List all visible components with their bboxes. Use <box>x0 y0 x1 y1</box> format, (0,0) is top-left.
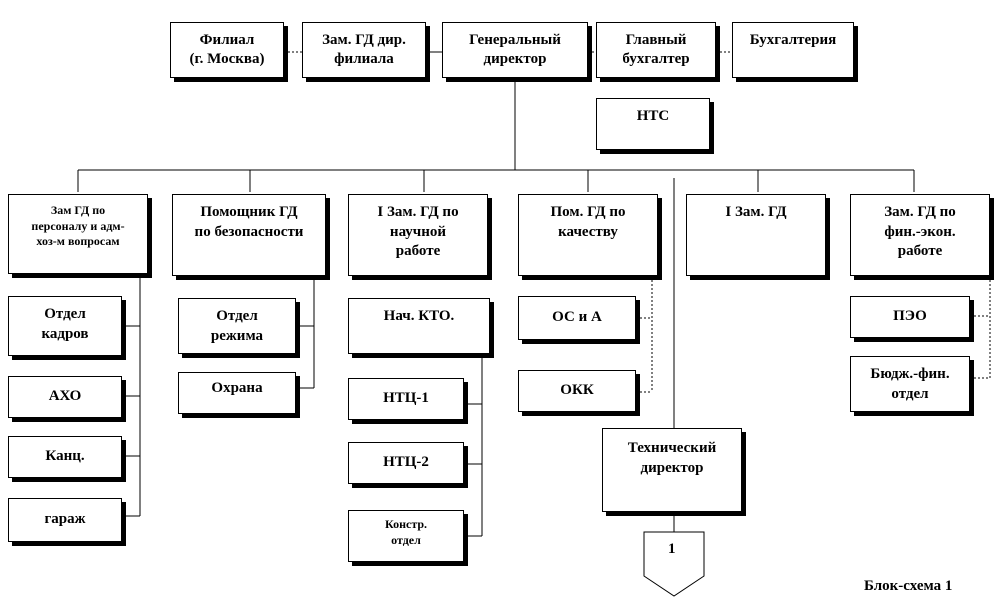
technical-director-box: Технический директор <box>602 428 742 512</box>
personnel-unit-office: Канц. <box>8 436 122 478</box>
deputy-personnel-box: Зам ГД по персоналу и адм- хоз-м вопроса… <box>8 194 148 274</box>
science-unit-design: Констр. отдел <box>348 510 464 562</box>
nts-box: НТС <box>596 98 710 150</box>
personnel-unit-aho: АХО <box>8 376 122 418</box>
personnel-unit-garage: гараж <box>8 498 122 542</box>
offpage-connector-shape <box>643 531 705 597</box>
security-unit-regime: Отдел режима <box>178 298 296 354</box>
general-director-box: Генеральный директор <box>442 22 588 78</box>
quality-unit-okk: ОКК <box>518 370 636 412</box>
science-unit-ntc2: НТЦ-2 <box>348 442 464 484</box>
accounting-box: Бухгалтерия <box>732 22 854 78</box>
finance-unit-peo: ПЭО <box>850 296 970 338</box>
zam-filial-box: Зам. ГД дир. филиала <box>302 22 426 78</box>
first-deputy-science-box: I Зам. ГД по научной работе <box>348 194 488 276</box>
science-unit-ntc1: НТЦ-1 <box>348 378 464 420</box>
personnel-unit-hr: Отдел кадров <box>8 296 122 356</box>
science-unit-kto: Нач. КТО. <box>348 298 490 354</box>
first-deputy-box: I Зам. ГД <box>686 194 826 276</box>
deputy-finance-box: Зам. ГД по фин.-экон. работе <box>850 194 990 276</box>
quality-unit-osa: ОС и А <box>518 296 636 340</box>
chief-accountant-box: Главный бухгалтер <box>596 22 716 78</box>
assistant-quality-box: Пом. ГД по качеству <box>518 194 658 276</box>
finance-unit-budget: Бюдж.-фин. отдел <box>850 356 970 412</box>
diagram-caption: Блок-схема 1 <box>864 578 953 594</box>
filial-box: Филиал (г. Москва) <box>170 22 284 78</box>
offpage-connector-label: 1 <box>668 541 676 557</box>
assistant-security-box: Помощник ГД по безопасности <box>172 194 326 276</box>
security-unit-guard: Охрана <box>178 372 296 414</box>
